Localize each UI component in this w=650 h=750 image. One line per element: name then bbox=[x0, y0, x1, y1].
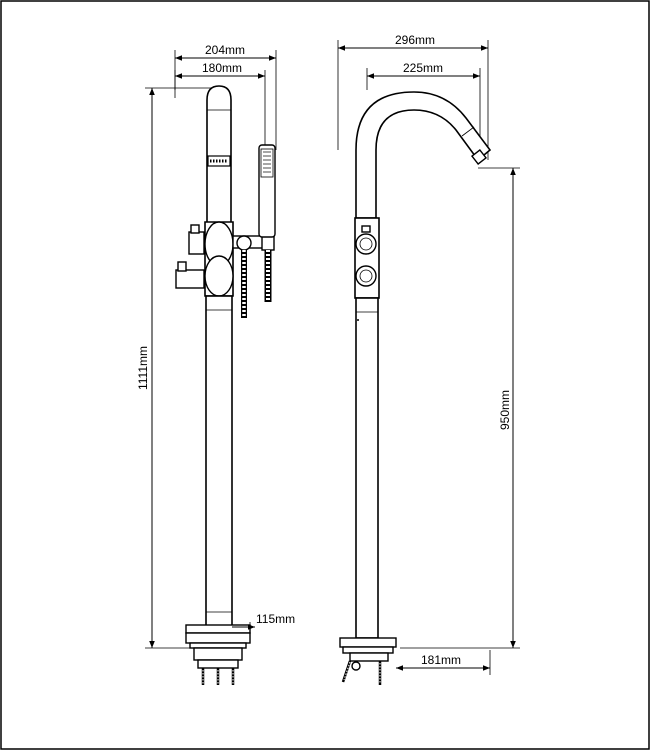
dim-label-225: 225mm bbox=[403, 61, 443, 75]
dim-label-950: 950mm bbox=[498, 390, 512, 430]
front-base-plate bbox=[185, 624, 251, 685]
dim-front-overall-width: 204mm bbox=[174, 43, 277, 150]
hand-shower bbox=[258, 144, 276, 238]
front-view: 204mm 180mm 1111mm bbox=[136, 43, 295, 685]
dim-label-181: 181mm bbox=[421, 653, 461, 667]
dim-base-offset: 181mm bbox=[396, 650, 491, 675]
front-main-pipe bbox=[205, 295, 233, 627]
dim-side-spout-reach: 225mm bbox=[366, 61, 481, 160]
dim-front-spout-width: 180mm bbox=[174, 61, 266, 145]
side-main-pipe bbox=[355, 297, 379, 639]
dim-label-204: 204mm bbox=[205, 43, 245, 57]
side-gooseneck-spout bbox=[355, 91, 492, 219]
dim-overall-height: 1111mm bbox=[136, 87, 212, 649]
front-lower-handle bbox=[175, 269, 205, 289]
dim-label-296: 296mm bbox=[395, 33, 435, 47]
dim-side-overall-width: 296mm bbox=[337, 33, 489, 160]
dim-base-plate-width: 115mm bbox=[232, 612, 295, 640]
dim-label-115: 115mm bbox=[256, 612, 295, 626]
side-view: 296mm 225mm bbox=[337, 33, 520, 685]
dim-spout-height: 950mm bbox=[400, 167, 520, 649]
dim-label-180: 180mm bbox=[202, 61, 242, 75]
dim-label-1111: 1111mm bbox=[136, 346, 150, 390]
side-base-plate bbox=[339, 637, 397, 685]
side-aerator bbox=[470, 148, 488, 166]
front-upper-handle bbox=[188, 231, 205, 255]
